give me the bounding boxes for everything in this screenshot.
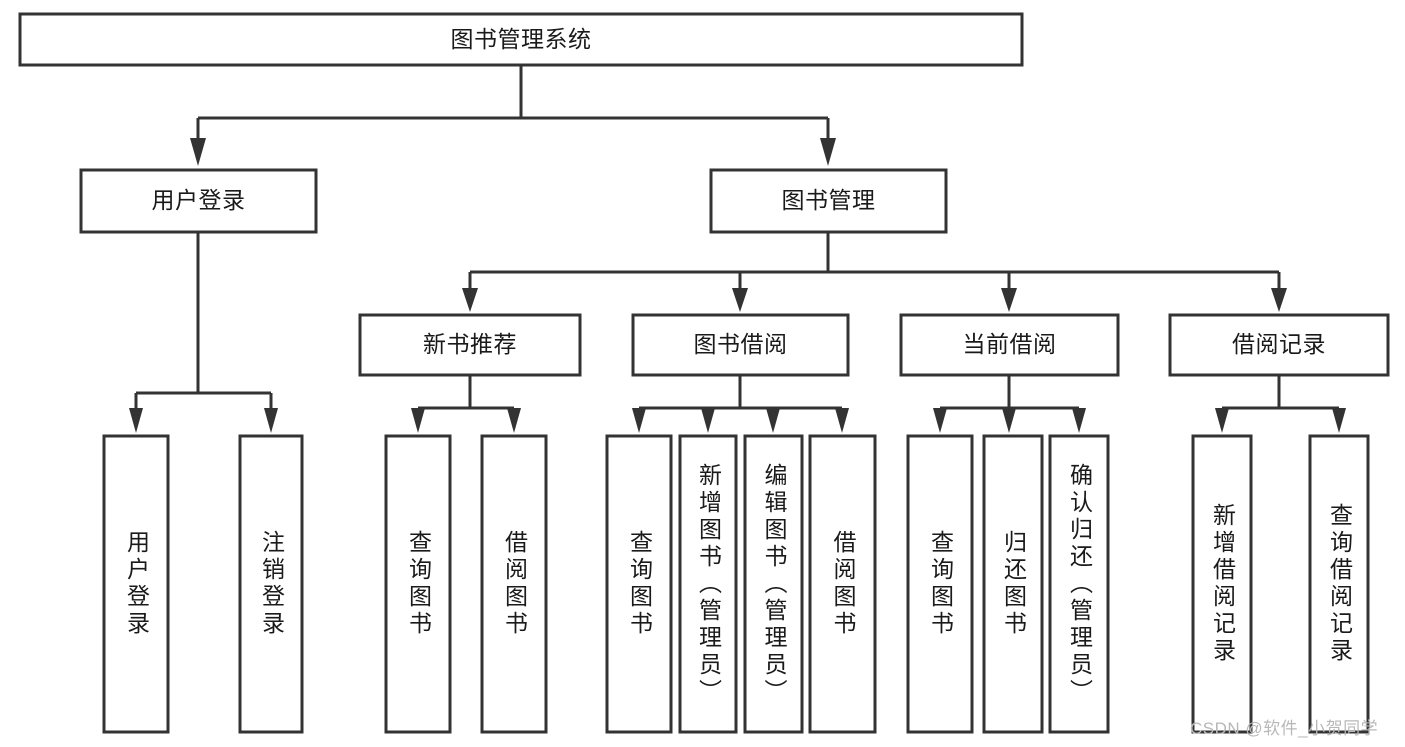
arrowhead-to-leaf-return-book xyxy=(1002,408,1016,433)
arrowhead-to-leaf-borrow-book-rec xyxy=(507,408,521,433)
node-box-leaf-user-login[interactable] xyxy=(102,434,170,734)
node-box-leaf-add-book[interactable] xyxy=(678,434,738,734)
arrowhead-to-leaf-edit-book xyxy=(766,408,780,433)
node-box-leaf-query-book-borrow[interactable] xyxy=(605,434,673,734)
node-box-leaf-confirm-return[interactable] xyxy=(1048,434,1110,734)
arrowhead-to-leaf-user-login xyxy=(129,408,143,433)
connector-group-current-borrow xyxy=(933,375,1086,433)
arrowhead-to-current-borrow xyxy=(1001,288,1017,312)
arrowhead-to-book-borrow xyxy=(732,288,748,312)
arrowhead-to-leaf-confirm-return xyxy=(1072,408,1086,433)
node-box-new-book-rec[interactable] xyxy=(358,313,582,377)
arrowhead-to-leaf-add-record xyxy=(1215,408,1229,433)
connector-group-book-borrow xyxy=(632,375,849,433)
connector-group-root xyxy=(190,65,836,166)
node-box-leaf-add-record[interactable] xyxy=(1191,434,1253,734)
node-box-leaf-borrow-book-rec[interactable] xyxy=(480,434,548,734)
node-box-user-login[interactable] xyxy=(79,168,318,234)
node-box-borrow-record[interactable] xyxy=(1168,313,1390,377)
connector-group-book-manage xyxy=(462,232,1287,312)
arrowhead-to-leaf-query-book-borrow xyxy=(632,408,646,433)
arrowhead-to-leaf-query-record xyxy=(1332,408,1346,433)
arrowhead-to-new-book-rec xyxy=(462,288,478,312)
arrowhead-to-user-login xyxy=(190,138,206,166)
arrowhead-to-leaf-user-logout xyxy=(264,408,278,433)
node-box-leaf-query-book-rec[interactable] xyxy=(384,434,452,734)
connector-group-user-login xyxy=(129,232,278,433)
node-box-leaf-query-book-cur[interactable] xyxy=(906,434,974,734)
node-box-leaf-query-record[interactable] xyxy=(1308,434,1370,734)
node-box-leaf-user-logout[interactable] xyxy=(238,434,304,734)
connector-group-new-book-rec xyxy=(411,375,521,433)
connector-group-borrow-record xyxy=(1215,375,1346,433)
arrowhead-to-book-manage xyxy=(820,138,836,166)
node-box-leaf-borrow-book[interactable] xyxy=(808,434,877,734)
node-box-current-borrow[interactable] xyxy=(899,313,1120,377)
arrowhead-to-leaf-query-book-cur xyxy=(933,408,947,433)
node-box-root[interactable] xyxy=(18,12,1024,67)
arrowhead-to-leaf-query-book-rec xyxy=(411,408,425,433)
arrowhead-to-borrow-record xyxy=(1271,288,1287,312)
arrowhead-to-leaf-add-book xyxy=(701,408,715,433)
node-box-leaf-return-book[interactable] xyxy=(982,434,1044,734)
node-box-book-manage[interactable] xyxy=(709,168,948,234)
node-box-leaf-edit-book[interactable] xyxy=(743,434,804,734)
arrowhead-to-leaf-borrow-book xyxy=(835,408,849,433)
node-box-book-borrow[interactable] xyxy=(631,313,850,377)
